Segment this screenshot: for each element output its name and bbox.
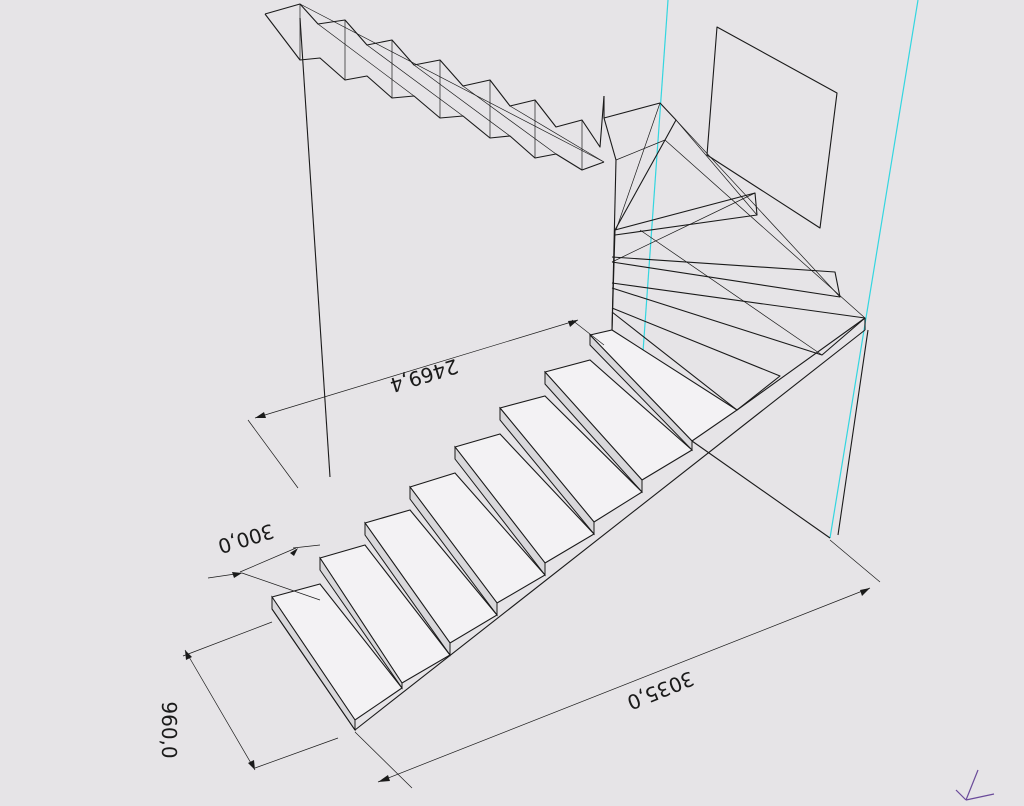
ucs-axis-icon — [955, 769, 995, 801]
dim-label-tread-depth: 300,0 — [215, 519, 277, 559]
winder-section — [603, 96, 866, 411]
posts — [299, 17, 869, 536]
post-right — [837, 329, 869, 536]
upper-flight — [264, 3, 605, 171]
dim-label-flight-length: 3035,0 — [624, 666, 698, 714]
dim-label-stair-width: 960,0 — [157, 701, 181, 758]
dim-stair-width: 960,0 — [157, 621, 339, 771]
guide-line-right — [829, 0, 919, 539]
dim-tread-depth: 300,0 — [207, 519, 321, 601]
post-left — [299, 17, 331, 478]
wall-opening — [706, 26, 838, 229]
dim-label-width-top: 2469,4 — [387, 354, 461, 397]
lower-flight — [271, 329, 866, 732]
guide-lines — [640, 0, 919, 539]
guide-line-left — [640, 0, 669, 381]
